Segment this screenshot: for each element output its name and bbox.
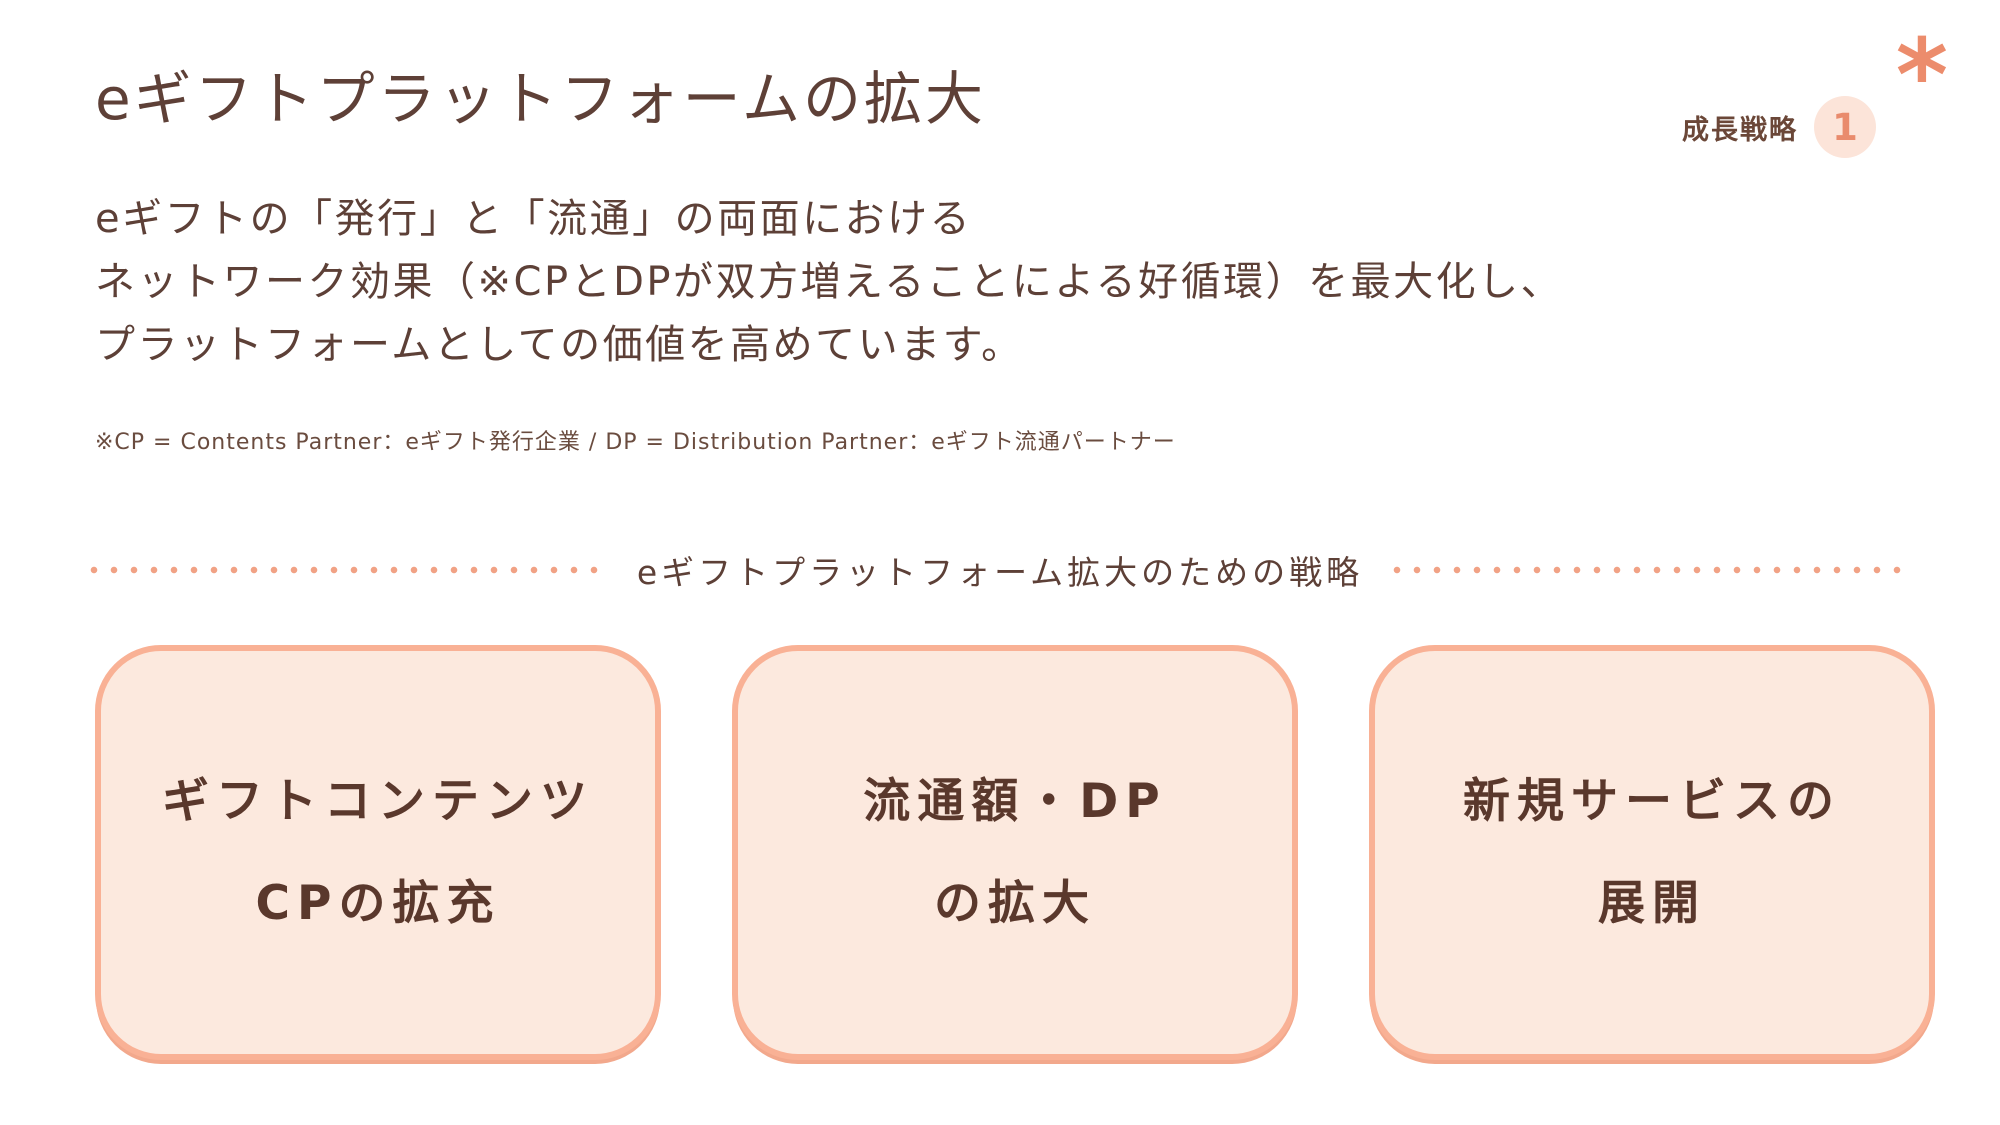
section-divider: eギフトプラットフォーム拡大のための戦略 — [90, 546, 1911, 594]
strategy-cards: ギフトコンテンツ CPの拡充 流通額・DP の拡大 新規サービスの 展開 — [95, 645, 1935, 1060]
strategy-card-new-services: 新規サービスの 展開 — [1369, 645, 1935, 1060]
strategy-card-gift-contents-cp: ギフトコンテンツ CPの拡充 — [95, 645, 661, 1060]
card-line: 流通額・DP — [863, 774, 1167, 829]
lead-line-1: eギフトの「発行」と「流通」の両面における — [95, 196, 973, 242]
badge-number: 1 — [1832, 105, 1858, 149]
divider-dots-right — [1393, 566, 1911, 574]
asterisk-icon: * — [1895, 17, 1948, 134]
page-title: eギフトプラットフォームの拡大 — [95, 65, 986, 133]
card-line: CPの拡充 — [255, 876, 501, 931]
divider-label: eギフトプラットフォーム拡大のための戦略 — [636, 553, 1364, 592]
lead-paragraph: eギフトの「発行」と「流通」の両面における ネットワーク効果（※CPとDPが双方… — [95, 188, 1563, 377]
lead-line-3: プラットフォームとしての価値を高めています。 — [95, 322, 1024, 368]
strategy-card-distribution-dp: 流通額・DP の拡大 — [732, 645, 1298, 1060]
badge-number-circle: 1 — [1814, 96, 1876, 158]
lead-line-2: ネットワーク効果（※CPとDPが双方増えることによる好循環）を最大化し、 — [95, 259, 1564, 305]
badge-label: 成長戦略 — [1682, 114, 1798, 146]
card-line: ギフトコンテンツ — [162, 774, 594, 829]
growth-strategy-badge: 成長戦略 1 — [1682, 96, 1876, 158]
divider-dots-left — [90, 566, 607, 574]
card-line: の拡大 — [934, 876, 1096, 931]
card-line: 展開 — [1598, 876, 1706, 931]
card-line: 新規サービスの — [1463, 774, 1841, 829]
footnote: ※CP = Contents Partner：eギフト発行企業 / DP = D… — [95, 430, 1176, 455]
